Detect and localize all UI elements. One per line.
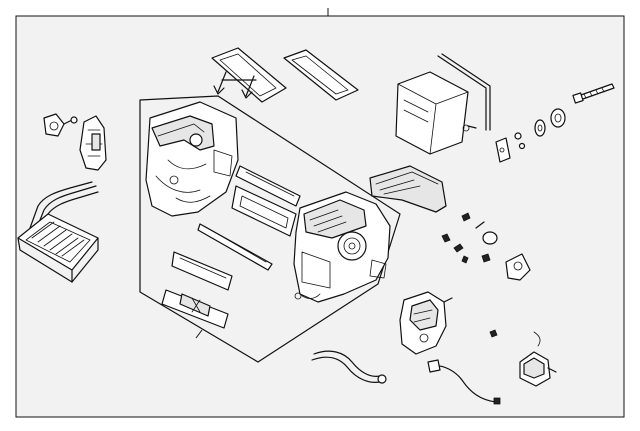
assembly-callout-leader [195, 329, 203, 339]
case-half-left [145, 101, 239, 217]
duct-seals [161, 165, 301, 329]
drain-hose [311, 350, 387, 384]
long-rod [437, 53, 491, 131]
side-bracket [79, 115, 107, 171]
case-half-right [293, 191, 391, 303]
arrow-indicator [213, 71, 257, 99]
control-module [395, 71, 477, 155]
heater-core [17, 213, 99, 283]
clip-set [495, 108, 566, 163]
assembly-group-outline [139, 95, 401, 363]
wire-harness [427, 359, 501, 405]
clip-connector [43, 113, 78, 137]
long-bolt [572, 83, 615, 104]
duct-gaskets [203, 225, 267, 263]
filter-seals-top [211, 47, 359, 103]
blower-housing [399, 291, 453, 355]
actuator-motor [489, 329, 557, 387]
door-flap [369, 165, 447, 213]
small-clips [441, 212, 531, 281]
